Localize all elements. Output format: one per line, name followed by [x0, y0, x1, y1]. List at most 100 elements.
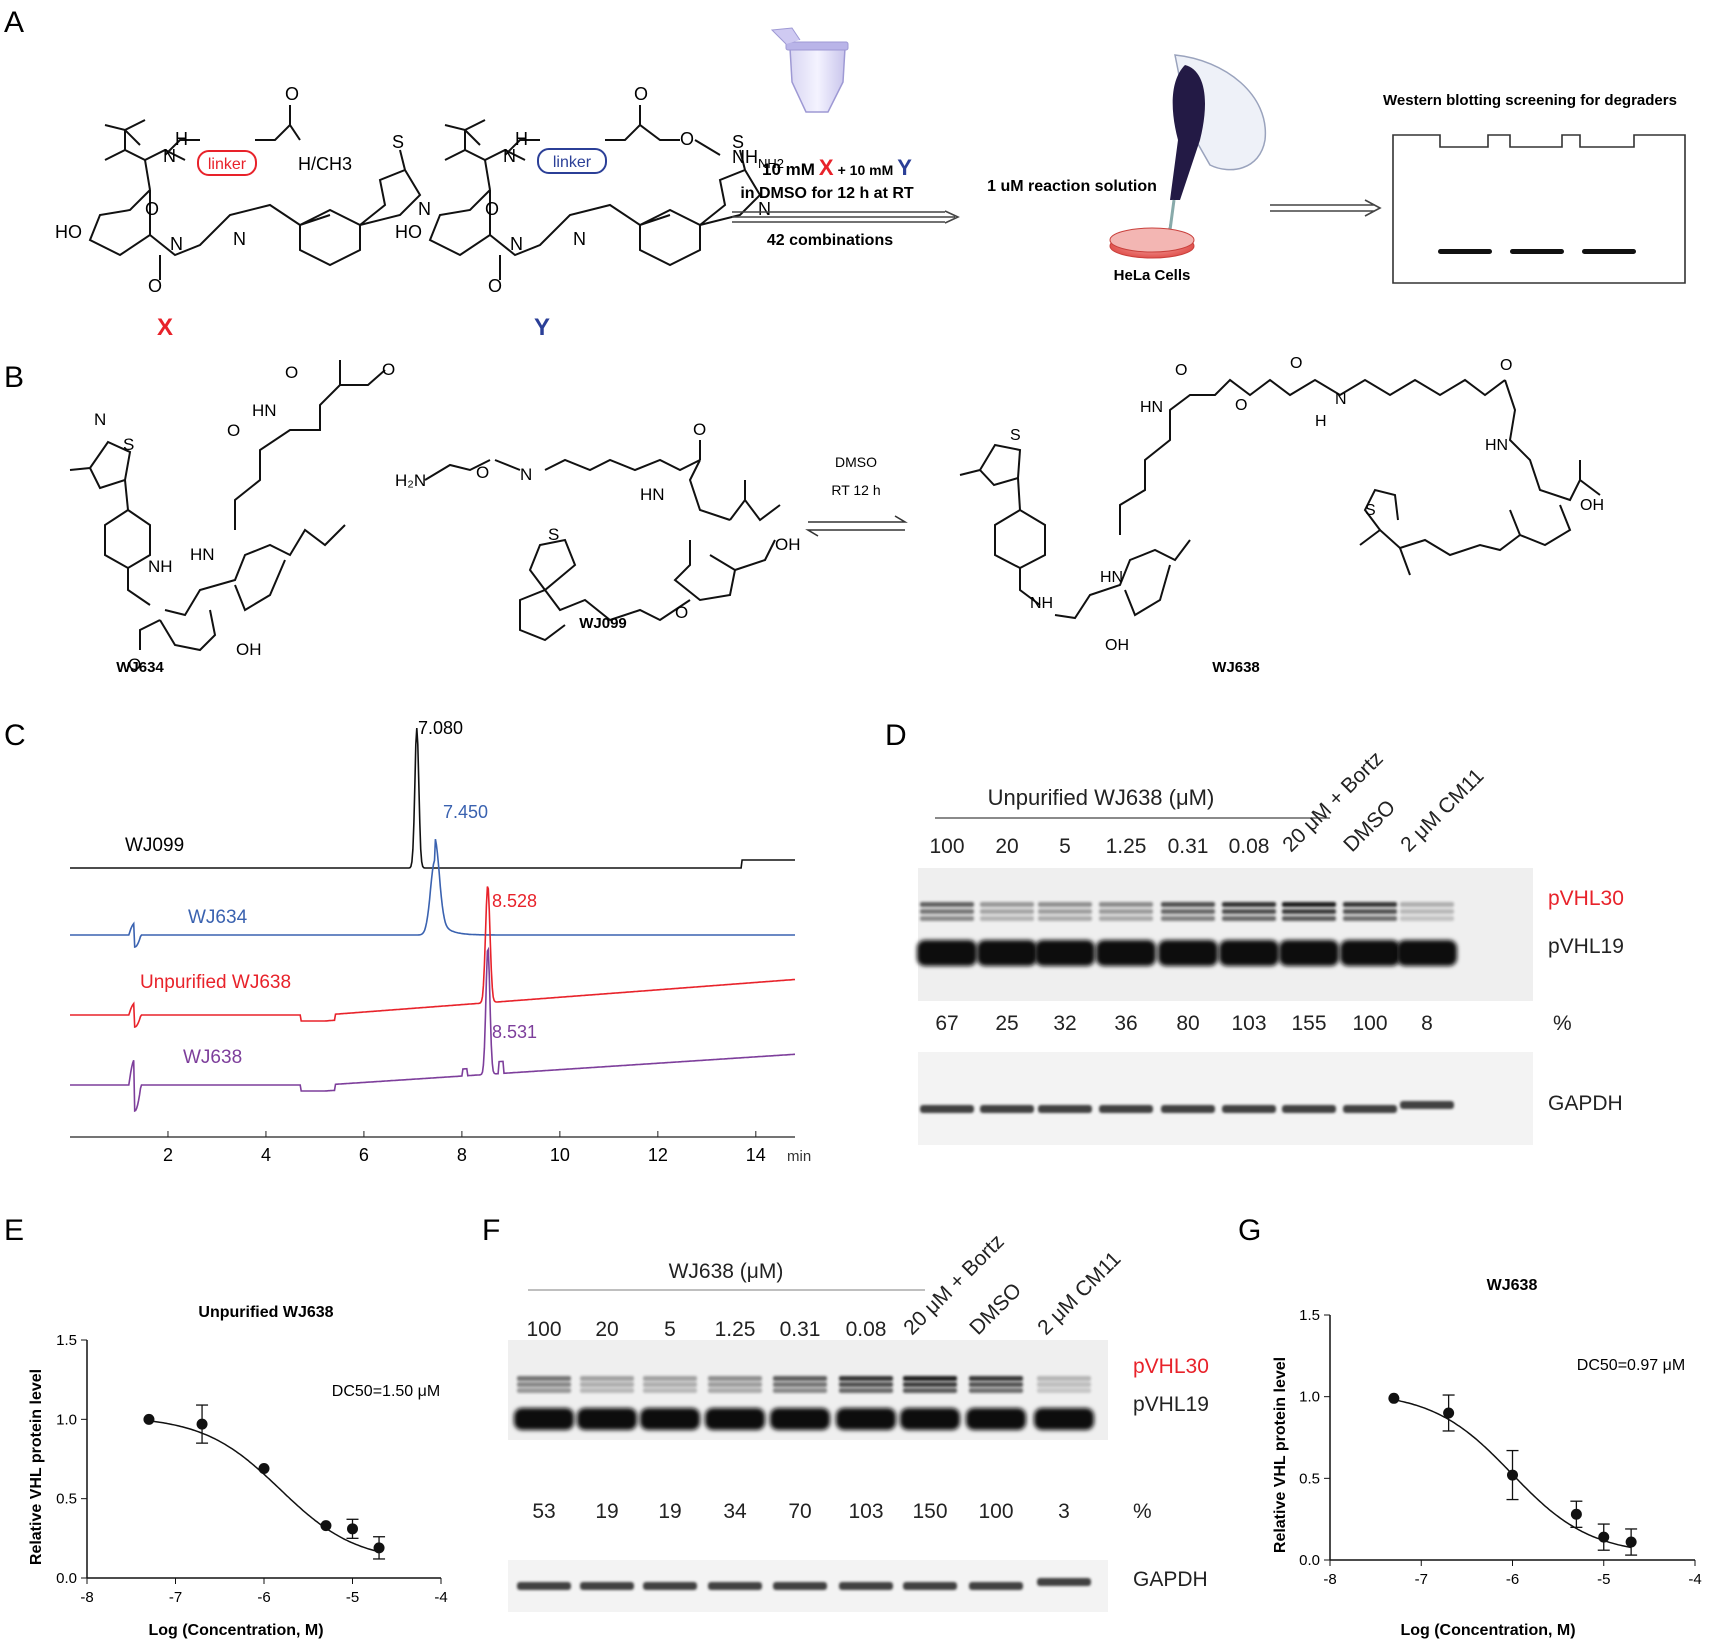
blot-band-pvhl30	[839, 1382, 893, 1387]
blot-band-gapdh	[980, 1105, 1034, 1113]
blot-d-pvhl19-label: pVHL19	[1548, 935, 1624, 958]
blot-band-pvhl19	[966, 1408, 1026, 1430]
curve-x-tick-label: -8	[80, 1589, 93, 1606]
reagent-y: Y	[897, 155, 912, 180]
blot-percent-value: 103	[848, 1500, 883, 1523]
panel-letter-e: E	[4, 1214, 24, 1247]
panel-b: B S N NH O OH HN O HN O O WJ634 H₂N	[4, 355, 1604, 676]
blot-band-pvhl19	[1096, 940, 1156, 966]
blot-screen-title: Western blotting screening for degraders	[1383, 92, 1677, 109]
blot-band-gapdh	[903, 1582, 957, 1590]
peak-label-wj638: 8.531	[492, 1022, 537, 1042]
curve-x-tick-label: -5	[346, 1589, 359, 1606]
amide-nh-label-y: N	[573, 229, 586, 249]
blot-band-pvhl19	[900, 1408, 960, 1430]
blot-percent-value: 32	[1053, 1012, 1076, 1035]
dose-curve-e: -8-7-6-5-40.00.51.01.5	[56, 1332, 448, 1606]
wj099-hn-label: HN	[640, 485, 665, 504]
blot-band-pvhl30	[1038, 916, 1092, 921]
blot-band-gapdh	[1099, 1105, 1153, 1113]
trace-label-wj099: WJ099	[125, 835, 184, 856]
blot-band-pvhl30	[1099, 916, 1153, 921]
chromatogram-trace-unpurified-wj638	[70, 886, 796, 1028]
blot-band-pvhl30	[708, 1382, 762, 1387]
dose-curve-g: -8-7-6-5-40.00.51.01.5	[1299, 1307, 1702, 1588]
blot-band-pvhl30	[903, 1376, 957, 1381]
linker-label-y: linker	[553, 154, 592, 171]
blot-band-pvhl30	[969, 1388, 1023, 1393]
blot-lane-label: 1.25	[715, 1318, 756, 1341]
blot-band-pvhl30	[1161, 909, 1215, 914]
blot-lane-label: 0.08	[1229, 835, 1270, 858]
blot-d-pvhl30-label: pVHL30	[1548, 887, 1624, 910]
blot-band-pvhl30	[969, 1382, 1023, 1387]
panel-g: G WJ638 DC50=0.97 μM -8-7-6-5-40.00.51.0…	[1238, 1214, 1702, 1639]
blot-band-pvhl19	[1158, 940, 1218, 966]
blot-band-pvhl30	[1400, 916, 1454, 921]
blot-band-pvhl30	[839, 1388, 893, 1393]
blot-d-gapdh-label: GAPDH	[1548, 1092, 1623, 1115]
chromatogram-tick-label: 2	[163, 1145, 173, 1165]
carbonyl-o-label-y: O	[488, 276, 502, 296]
blot-lane-label: 5	[1059, 835, 1071, 858]
trace-label-unpurified-wj638: Unpurified WJ638	[140, 972, 291, 993]
terminal-subscript-y: NH2	[758, 156, 784, 171]
aminooxy-bond-y	[694, 139, 721, 156]
wj638-hn3-label: HN	[1100, 569, 1123, 586]
hela-cells-label: HeLa Cells	[1114, 267, 1191, 284]
blot-percent-value: 34	[723, 1500, 747, 1523]
wj638-o2-label: O	[1290, 355, 1302, 372]
blot-percent-value: 70	[788, 1500, 811, 1523]
blot-band-pvhl30	[1099, 902, 1153, 907]
blot-control-lane-label: 2 μM CM11	[1033, 1247, 1125, 1339]
equilibrium-top-label: DMSO	[835, 454, 877, 470]
blot-band-pvhl30	[708, 1388, 762, 1393]
blot-band-pvhl30	[643, 1382, 697, 1387]
blot-band-pvhl19	[1397, 940, 1457, 966]
terminal-label-x: H/CH3	[298, 154, 352, 174]
curve-data-point	[1507, 1469, 1518, 1481]
amide-nh-label-x: N	[233, 229, 246, 249]
blot-band-pvhl19	[917, 940, 977, 966]
curve-y-tick-label: 1.5	[56, 1332, 77, 1349]
blot-band-pvhl30	[1400, 909, 1454, 914]
curve-x-tick-label: -7	[1415, 1571, 1428, 1588]
blot-band-pvhl30	[903, 1382, 957, 1387]
blot-percent-value: 67	[935, 1012, 958, 1035]
blot-band-pvhl30	[773, 1376, 827, 1381]
wj634-oh-label: OH	[236, 640, 262, 659]
reaction-conditions: in DMSO for 12 h at RT	[740, 185, 914, 202]
thiazole-s-label-x: S	[392, 132, 404, 152]
compound-y-structure	[428, 105, 762, 280]
hydroxyl-label-x: HO	[55, 222, 82, 242]
blot-lane-label: 100	[526, 1318, 561, 1341]
panel-letter-b: B	[4, 361, 24, 394]
panel-f: F WJ638 (μM) 531001920195341.25700.31103…	[482, 1214, 1209, 1612]
blot-band-pvhl19	[705, 1408, 765, 1430]
blot-band-gapdh	[839, 1582, 893, 1590]
blot-percent-value: 36	[1114, 1012, 1137, 1035]
blot-band-pvhl30	[708, 1376, 762, 1381]
blot-control-lane-label: 2 μM CM11	[1396, 764, 1488, 856]
blot-percent-value: 25	[995, 1012, 1018, 1035]
wj634-label: WJ634	[116, 659, 164, 676]
trace-label-wj634: WJ634	[188, 907, 248, 928]
blot-band-pvhl30	[517, 1376, 571, 1381]
linker-box-x	[197, 150, 257, 176]
blot-band-gapdh	[517, 1582, 571, 1590]
curve-data-point	[143, 1413, 155, 1425]
ether-o-label-y: O	[680, 129, 694, 149]
blot-band-pvhl30	[1343, 909, 1397, 914]
reagent-prefix: 10 mM	[762, 160, 815, 179]
blot-membrane-gapdh	[918, 1052, 1533, 1145]
wj634-nh-label: NH	[148, 557, 173, 576]
reaction-arrow	[732, 210, 960, 224]
blot-band-gapdh	[1038, 1105, 1092, 1113]
curve-y-tick-label: 1.5	[1299, 1307, 1320, 1324]
blot-band-pvhl19	[977, 940, 1037, 966]
wj099-h2n-label: H₂N	[395, 471, 426, 490]
wj634-ether-o: O	[227, 421, 240, 440]
carbonyl-o3-label-y: O	[634, 84, 648, 104]
